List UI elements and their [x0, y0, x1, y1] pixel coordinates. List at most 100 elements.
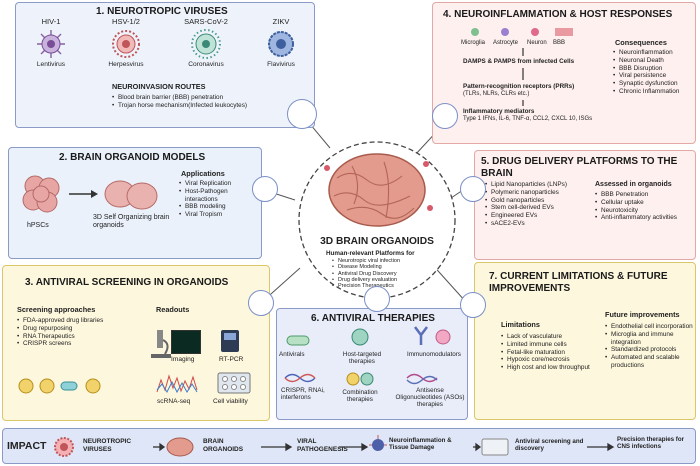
connector-node-7: [460, 292, 486, 318]
impact-step: Precision therapies for CNS infections: [617, 436, 685, 451]
inflammation-icon: [369, 435, 387, 451]
impact-step: NEUROTROPIC VIRUSES: [83, 438, 132, 453]
center-subtitle: Human-relevant Platforms for: [326, 250, 415, 257]
connector-node-4: [432, 103, 458, 129]
approach-item: CRISPR screens: [17, 340, 117, 348]
sequencing-trace-icon: [156, 374, 198, 394]
connector-node-5: [460, 176, 486, 202]
platform-item: sACE2-EVs: [485, 220, 595, 228]
future-item: Automated and scalable productions: [605, 354, 693, 370]
approach-item: RNA Therapeutics: [17, 333, 117, 341]
limitation-item: High cost and low throughput: [501, 364, 597, 372]
cell-microglia: Microglia: [461, 40, 486, 46]
route-item: Blood brain barrier (BBB) penetration: [112, 94, 284, 102]
consequence-item: Chronic Inflammation: [613, 88, 693, 96]
panel-1-title: 1. NEUROTROPIC VIRUSES: [96, 6, 228, 17]
panel-drug-delivery: 5. DRUG DELIVERY PLATFORMS TO THE BRAIN …: [474, 150, 696, 260]
connector-node-1: [287, 99, 317, 129]
applications-list: Viral Replication Host-Pathogen interact…: [179, 180, 259, 219]
impact-step: Antiviral screening and discovery: [515, 438, 584, 453]
assessed-item: Cellular uptake: [595, 199, 693, 207]
limitations-list: Lack of vasculature Limited immune cells…: [501, 333, 597, 372]
cell-astrocyte: Astrocyte: [493, 40, 519, 46]
consequence-item: Synaptic dysfunction: [613, 80, 693, 88]
application-item: Host-Pathogen interactions: [179, 188, 259, 204]
herpes-virion-icon: [112, 30, 140, 58]
cell-neuron: Neuron: [527, 40, 547, 46]
therapy-antivirals: Antivirals: [279, 351, 305, 358]
brain-organoid-illustration: [324, 153, 433, 227]
panel-brain-organoid-models: 2. BRAIN ORGANOID MODELS hPSCs 3D Self O…: [8, 147, 262, 259]
platform-item: Polymeric nanoparticles: [485, 189, 595, 197]
prr-subtext: (TLRs, NLRs, CLRs etc.): [463, 91, 530, 97]
aso-icon: [406, 373, 438, 385]
cell-bbb: BBB: [553, 40, 566, 46]
route-item: Trojan horse mechanism(Infected leukocyt…: [112, 102, 284, 110]
organoid-label: 3D Self Organizing brain organoids: [93, 214, 170, 230]
connector-node-2: [252, 176, 278, 202]
routes-title: NEUROINVASION ROUTES: [112, 82, 206, 91]
damps-text: DAMPS & PAMPS from infected Cells: [463, 58, 575, 65]
readout-cell-viability: Cell viability: [213, 398, 248, 405]
limitation-item: Hypoxic core/necrosis: [501, 356, 597, 364]
impact-step: Neuroinflammation & Tissue Damage: [389, 437, 452, 452]
virus-sars: SARS-CoV-2 Coronavirus: [171, 17, 241, 72]
readouts-title: Readouts: [156, 305, 190, 314]
panel-neuroinflammation: 4. NEUROINFLAMMATION & HOST RESPONSES Mi…: [432, 2, 696, 144]
center-item: Antiviral Drug Discovery: [332, 271, 442, 278]
consequence-item: Neuroinflammation: [613, 49, 693, 57]
impact-arrows: [153, 442, 615, 452]
assessed-item: Neurotoxicity: [595, 207, 693, 215]
consequence-item: BBB Disruption: [613, 65, 693, 73]
antivirals-icon: [286, 335, 310, 346]
application-item: Viral Replication: [179, 180, 259, 188]
consequence-item: Viral persistence: [613, 72, 693, 80]
therapy-crispr: CRISPR, RNAi, interferons: [281, 387, 325, 402]
virus-family: Flavivirus: [267, 61, 295, 68]
microscope-icon: [151, 330, 171, 358]
panel-3-title: 3. ANTIVIRAL SCREENING IN ORGANOIDS: [25, 277, 229, 288]
limitation-item: Lack of vasculature: [501, 333, 597, 341]
platform-item: Engineered EVs: [485, 212, 595, 220]
approaches-title: Screening approaches: [17, 305, 96, 314]
center-list: Neurotropic viral infection Disease Mode…: [332, 258, 442, 290]
pill-icons: [18, 378, 101, 394]
therapy-immunomodulators: Immunomodulators: [407, 351, 461, 358]
limitation-item: Limited immune cells: [501, 341, 597, 349]
impact-bar: IMPACT NEUROTROPIC VIRUSES BRAIN ORGANOI…: [2, 428, 696, 464]
panel-2-title: 2. BRAIN ORGANOID MODELS: [59, 152, 206, 163]
center-title: 3D BRAIN ORGANOIDS: [320, 236, 434, 247]
impact-step: BRAIN ORGANOIDS: [203, 438, 244, 453]
panel-7-title-b: IMPROVEMENTS: [489, 283, 571, 294]
platform-item: Stem cell-derived EVs: [485, 204, 595, 212]
coronavirus-icon: [191, 29, 221, 59]
approach-item: FDA-approved drug libraries: [17, 317, 117, 325]
connector-node-6: [364, 286, 390, 312]
future-item: Standardized protocols: [605, 346, 693, 354]
organoid-cluster-icon: [104, 180, 158, 210]
future-item: Endothelial cell incorporation: [605, 323, 693, 331]
application-item: BBB modeling: [179, 203, 259, 211]
panel-antiviral-screening: 3. ANTIVIRAL SCREENING IN ORGANOIDS Scre…: [2, 265, 270, 421]
center-item: Disease Modeling: [332, 264, 442, 271]
hpsc-label: hPSCs: [27, 222, 49, 229]
application-item: Viral Tropism: [179, 211, 259, 219]
impact-step: VIRAL PATHOGENESIS: [297, 438, 348, 453]
assessed-item: BBB Penetration: [595, 191, 693, 199]
screening-plate-icon: [481, 438, 509, 456]
panel-6-title: 6. ANTIVIRAL THERAPIES: [311, 313, 435, 324]
future-item: Microglia and immune integration: [605, 331, 693, 347]
consequences-list: Neuroinflammation Neuronal Death BBB Dis…: [613, 49, 693, 96]
virus-hsv: HSV-1/2 Herpesvirus: [96, 17, 156, 72]
impact-label: IMPACT: [7, 440, 47, 452]
platform-item: Gold nanoparticles: [485, 197, 595, 205]
virus-family: Lentivirus: [36, 61, 66, 68]
host-targeted-icon: [351, 328, 369, 346]
virus-family: Herpesvirus: [108, 61, 144, 68]
readout-scrna-seq: scRNA-seq: [157, 398, 191, 405]
platform-item: Lipid Nanoparticles (LNPs): [485, 181, 595, 189]
flow-arrows: [522, 48, 524, 106]
virus-zikv: ZIKV Flavivirus: [256, 17, 306, 72]
mediators-title: Inflammatory mediators: [463, 108, 535, 115]
center-item: Neurotropic viral infection: [332, 258, 442, 265]
